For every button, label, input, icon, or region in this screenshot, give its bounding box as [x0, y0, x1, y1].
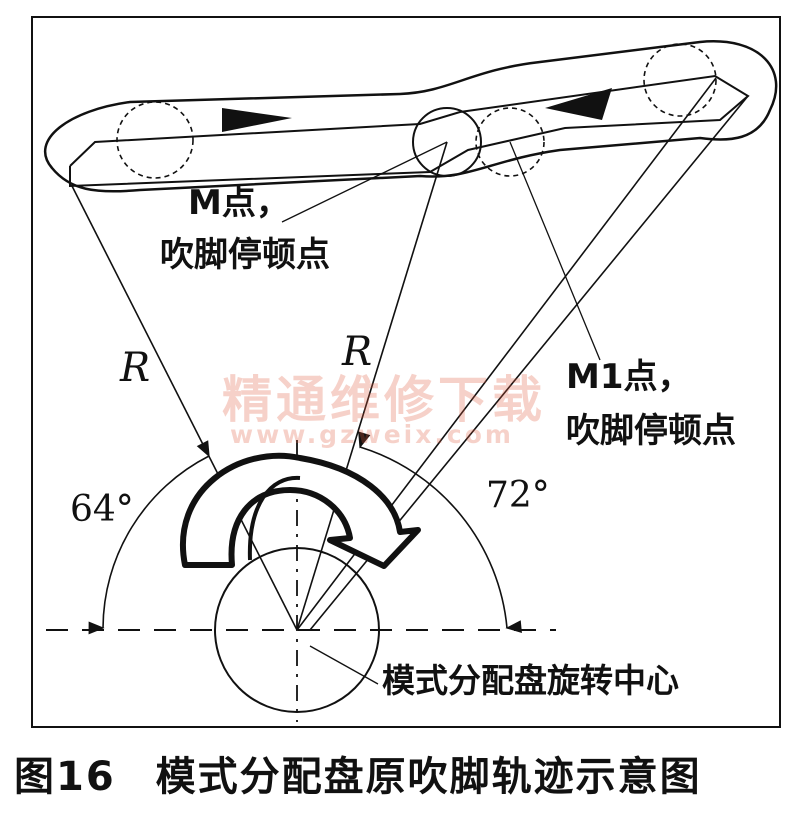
rotation-arrow-inner-curve: [247, 475, 301, 561]
figure-frame: [31, 16, 781, 728]
label-rotation-center: 模式分配盘旋转中心: [382, 661, 679, 700]
watermark-title: 精通维修下载: [222, 371, 546, 429]
foot-position-circle-4: [643, 43, 717, 117]
label-radius-left: R: [120, 345, 151, 391]
trajectory-outer-band: [44, 40, 778, 193]
watermark-url: www.gzweix.com: [230, 420, 514, 449]
label-angle-64: 64°: [70, 489, 134, 530]
angle-arc-64: [88, 440, 210, 635]
caption-number: 图16: [14, 754, 116, 800]
rotation-arrow: [180, 452, 421, 569]
label-angle-72: 72°: [486, 475, 550, 516]
foot-position-circle-m: [412, 107, 482, 177]
label-radius-right: R: [342, 329, 373, 375]
path-direction-arrow-left: [545, 88, 612, 120]
foot-position-circle-m1: [475, 107, 545, 177]
label-m1-point-line2: 吹脚停顿点: [566, 411, 736, 451]
angle-arc-72: [358, 431, 522, 634]
figure-caption: 图16 模式分配盘原吹脚轨迹示意图: [14, 744, 702, 802]
label-m-point-line1: M点，: [188, 183, 290, 223]
foot-position-circle-1: [116, 101, 194, 179]
trajectory-inner-path: [69, 74, 750, 188]
leader-m1-point: [509, 141, 601, 361]
label-m-point-line2: 吹脚停顿点: [160, 235, 330, 275]
label-m1-point-line1: M1点，: [566, 357, 692, 397]
leader-m-point: [281, 141, 448, 223]
radius-line-m: [296, 141, 448, 631]
leader-center: [309, 645, 379, 685]
path-direction-arrow-right: [222, 108, 292, 132]
caption-text: 模式分配盘原吹脚轨迹示意图: [155, 754, 702, 800]
